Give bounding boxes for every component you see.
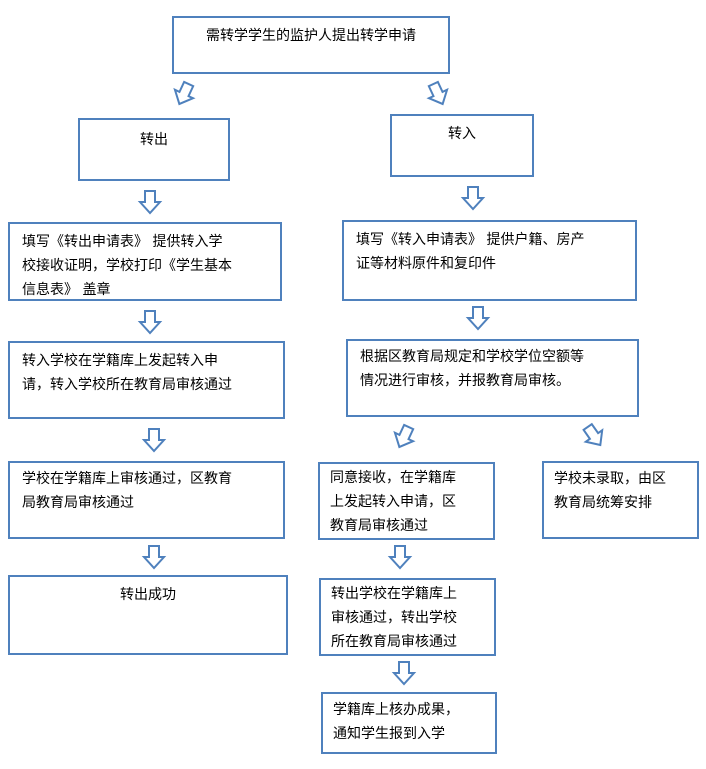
arrow-root-to-out bbox=[169, 78, 199, 110]
arrow-in-step2-to-rejected bbox=[578, 420, 610, 452]
transfer-out-step-1-box: 填写《转出申请表》 提供转入学 校接收证明，学校打印《学生基本 信息表》 盖章 bbox=[8, 222, 282, 301]
transfer-in-header-box: 转入 bbox=[390, 114, 534, 177]
arrow-in-step2-to-accept bbox=[389, 421, 419, 453]
arrow-in-accept-to-approve bbox=[389, 545, 411, 569]
transfer-in-step-1-box: 填写《转入申请表》 提供户籍、房产 证等材料原件和复印件 bbox=[342, 220, 637, 301]
transfer-in-result-box: 学籍库上核办成果， 通知学生报到入学 bbox=[321, 692, 497, 754]
transfer-out-step-3-box: 学校在学籍库上审核通过，区教育 局教育局审核通过 bbox=[8, 461, 285, 539]
transfer-in-rejected-box: 学校未录取，由区 教育局统筹安排 bbox=[542, 461, 699, 539]
transfer-out-success-box: 转出成功 bbox=[8, 575, 288, 655]
arrow-root-to-in bbox=[423, 78, 453, 110]
arrow-in-approve-to-result bbox=[393, 661, 415, 685]
transfer-in-approve-box: 转出学校在学籍库上 审核通过，转出学校 所在教育局审核通过 bbox=[319, 578, 496, 656]
transfer-in-step-2-box: 根据区教育局规定和学校学位空额等 情况进行审核，并报教育局审核。 bbox=[346, 339, 639, 417]
arrow-in-head-to-step1 bbox=[462, 186, 484, 210]
arrow-out-step2-to-step3 bbox=[143, 428, 165, 452]
arrow-out-head-to-step1 bbox=[139, 190, 161, 214]
root-box: 需转学学生的监护人提出转学申请 bbox=[172, 16, 450, 74]
arrow-out-step3-to-success bbox=[143, 545, 165, 569]
arrow-in-step1-to-step2 bbox=[467, 306, 489, 330]
transfer-out-header-box: 转出 bbox=[78, 118, 230, 181]
transfer-out-step-2-box: 转入学校在学籍库上发起转入申 请，转入学校所在教育局审核通过 bbox=[8, 341, 285, 419]
transfer-in-accept-box: 同意接收，在学籍库 上发起转入申请，区 教育局审核通过 bbox=[318, 462, 495, 540]
arrow-out-step1-to-step2 bbox=[139, 310, 161, 334]
